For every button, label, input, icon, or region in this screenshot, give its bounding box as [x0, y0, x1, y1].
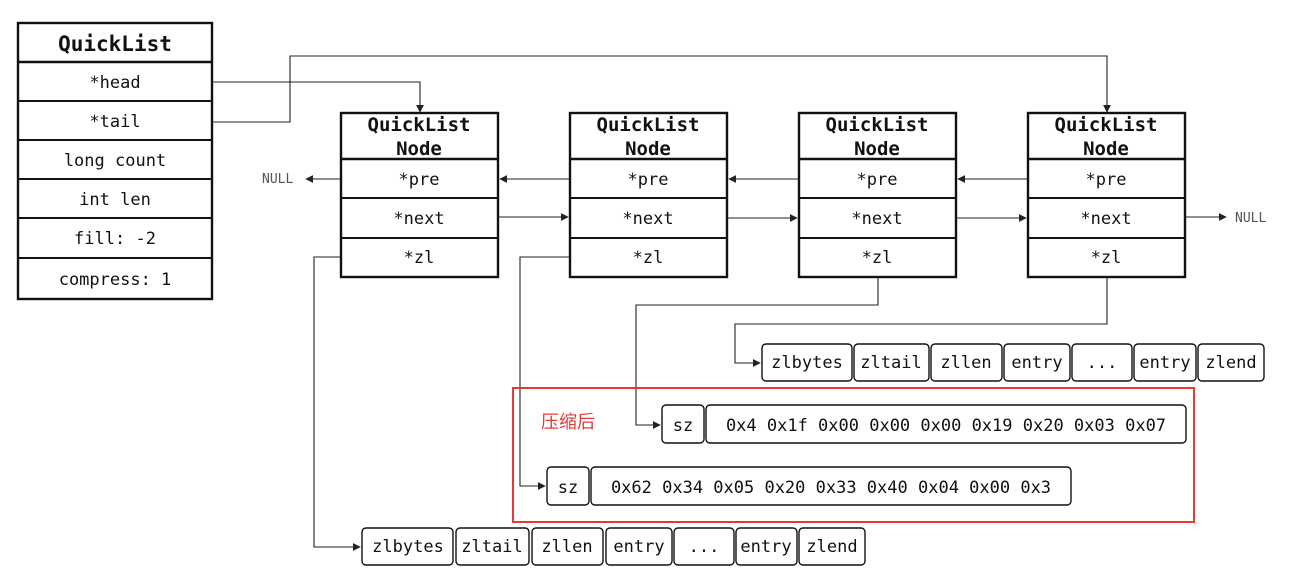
ziplist-top-ellipsis: ...	[1087, 353, 1118, 373]
node-2-zl-arrow	[519, 256, 570, 490]
compressed-1-bytes: 0x4 0x1f 0x00 0x00 0x00 0x19 0x20 0x03 0…	[726, 416, 1166, 436]
node-1-next: *next	[393, 209, 444, 229]
ziplist-top-zltail: zltail	[860, 353, 921, 373]
ziplist-bottom-zltail: zltail	[461, 537, 522, 557]
node-4-title-line1: QuickList	[1055, 114, 1158, 136]
ziplist-top-zllen: zllen	[940, 353, 991, 373]
node-1-zl: *zl	[404, 248, 435, 268]
ziplist-bottom-zlbytes: zlbytes	[372, 537, 444, 557]
compressed-1-sz: sz	[673, 416, 693, 436]
quicklist-node-1: QuickList Node *pre *next *zl	[339, 111, 500, 279]
ziplist-top: zlbytes zltail zllen entry ... entry zle…	[761, 343, 1265, 382]
compressed-2-sz: sz	[558, 478, 578, 498]
quicklist-field-compress: compress: 1	[59, 270, 172, 290]
ziplist-top-entry-1: entry	[1011, 353, 1062, 373]
head-arrow	[212, 81, 424, 113]
ziplist-top-zlend: zlend	[1205, 353, 1256, 373]
quicklist-title: QuickList	[58, 32, 172, 56]
tail-arrow	[212, 55, 1111, 123]
ziplist-bottom-entry-2: entry	[740, 537, 791, 557]
null-left-label: NULL	[262, 172, 293, 187]
quicklist-node-4: QuickList Node *pre *next *zl	[1026, 111, 1187, 279]
quicklist-node-3: QuickList Node *pre *next *zl	[797, 111, 958, 279]
node-4-pre: *pre	[1086, 170, 1127, 190]
quicklist-field-count: long count	[64, 151, 166, 171]
compressed-label: 压缩后	[541, 412, 595, 433]
quicklist-field-head: *head	[89, 73, 140, 93]
compressed-2-bytes: 0x62 0x34 0x05 0x20 0x33 0x40 0x04 0x00 …	[611, 478, 1051, 498]
quicklist-field-tail: *tail	[89, 112, 140, 132]
node-3-title-line1: QuickList	[826, 114, 929, 136]
node-2-title-line2: Node	[625, 138, 671, 160]
ziplist-bottom-zllen: zllen	[541, 537, 592, 557]
node-3-zl: *zl	[862, 248, 893, 268]
node-1-title-line1: QuickList	[368, 114, 471, 136]
quicklist-field-fill: fill: -2	[74, 229, 156, 249]
compressed-block-2: sz 0x62 0x34 0x05 0x20 0x33 0x40 0x04 0x…	[546, 466, 1072, 506]
node-2-next: *next	[622, 209, 673, 229]
node-2-title-line1: QuickList	[597, 114, 700, 136]
compressed-block-1: sz 0x4 0x1f 0x00 0x00 0x00 0x19 0x20 0x0…	[661, 404, 1187, 444]
node-4-zl: *zl	[1091, 248, 1122, 268]
ziplist-top-entry-2: entry	[1139, 353, 1190, 373]
quicklist-struct: QuickList *head *tail long count int len…	[16, 21, 214, 301]
compressed-region-border	[512, 387, 1195, 523]
node-4-next: *next	[1080, 209, 1131, 229]
quicklist-field-len: int len	[79, 190, 151, 210]
node-2-pre: *pre	[628, 170, 669, 190]
ziplist-bottom-ellipsis: ...	[689, 537, 720, 557]
node-4-title-line2: Node	[1083, 138, 1129, 160]
ziplist-bottom-entry-1: entry	[613, 537, 664, 557]
node-1-pre: *pre	[399, 170, 440, 190]
quicklist-node-2: QuickList Node *pre *next *zl	[568, 111, 729, 279]
node-3-next: *next	[851, 209, 902, 229]
node-1-zl-arrow	[313, 256, 361, 551]
node-1-title-line2: Node	[396, 138, 442, 160]
node-3-pre: *pre	[857, 170, 898, 190]
node-2-zl: *zl	[633, 248, 664, 268]
ziplist-bottom: zlbytes zltail zllen entry ... entry zle…	[361, 527, 866, 566]
null-right-label: NULL	[1235, 211, 1266, 226]
node-4-zl-arrow	[734, 277, 1108, 367]
ziplist-top-zlbytes: zlbytes	[771, 353, 843, 373]
ziplist-bottom-zlend: zlend	[806, 537, 857, 557]
node-3-zl-arrow	[635, 277, 879, 429]
node-3-title-line2: Node	[854, 138, 900, 160]
